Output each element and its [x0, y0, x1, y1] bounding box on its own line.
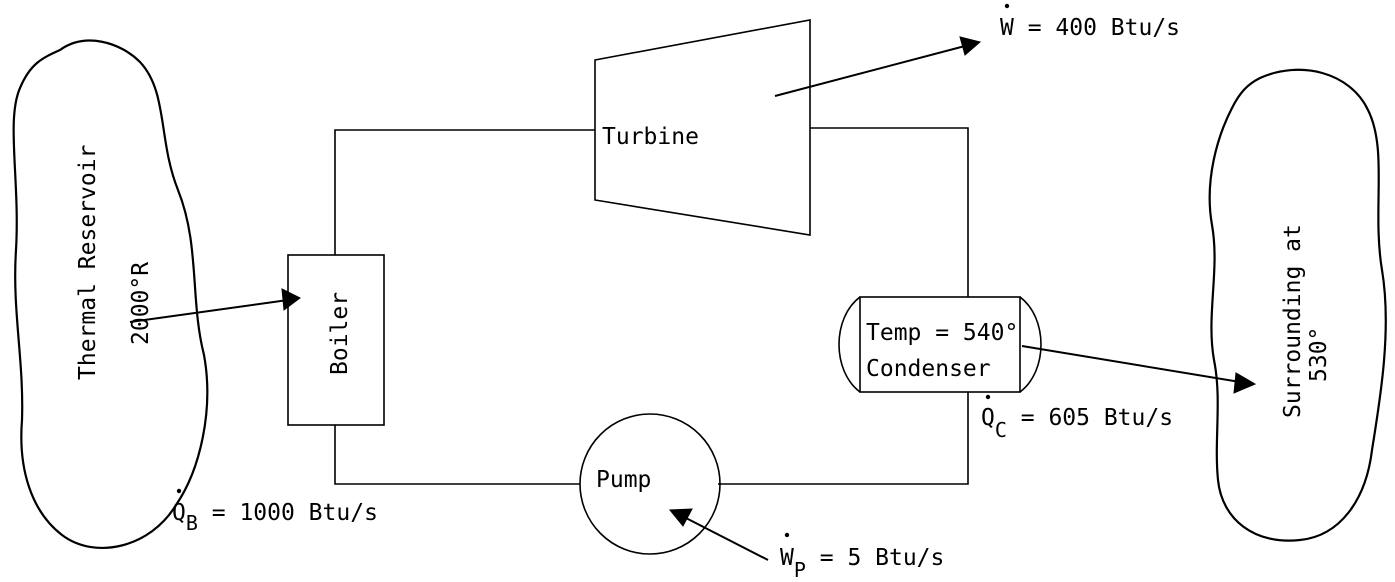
condenser-temperature: Temp = 540°: [866, 320, 1018, 346]
pump-work-arrow-shaft: [683, 516, 769, 561]
condenser-label: Condenser: [866, 356, 991, 382]
svg-text:WP = 5 Btu/s: WP = 5 Btu/s: [780, 545, 944, 582]
heat-out-arrow-head: [1233, 372, 1257, 394]
surroundings-temperature: 530°: [1306, 327, 1332, 382]
boiler-heat-label: QB = 1000 Btu/s: [172, 488, 378, 535]
pump: [579, 413, 721, 555]
pipe-condenser-to-pump: [718, 392, 969, 485]
pump-work-arrow-head: [668, 508, 693, 527]
svg-text:QC = 605 Btu/s: QC = 605 Btu/s: [981, 405, 1173, 442]
thermal-reservoir-temperature: 2000°R: [128, 262, 154, 345]
svg-text:W = 400 Btu/s: W = 400 Btu/s: [1000, 15, 1180, 41]
condenser-heat-label: QC = 605 Btu/s: [981, 394, 1173, 442]
thermal-reservoir-label: Thermal Reservoir: [75, 145, 101, 380]
pipe-pump-to-boiler: [334, 425, 580, 485]
pump-work-label: WP = 5 Btu/s: [780, 532, 944, 582]
heat-in-arrow-shaft: [129, 299, 289, 323]
surroundings-blob: [1208, 68, 1387, 542]
turbine-work-arrow-shaft: [774, 45, 966, 97]
surroundings-label: Surrounding at: [1280, 224, 1306, 418]
condenser-right-end-cap: [1019, 296, 1042, 393]
boiler: [287, 254, 385, 426]
turbine-work-label: W = 400 Btu/s: [1000, 3, 1180, 41]
boiler-label: Boiler: [327, 292, 353, 375]
heat-out-arrow-shaft: [1021, 345, 1241, 383]
turbine-work-arrow-head: [959, 36, 982, 56]
thermal-reservoir-blob: [12, 39, 209, 549]
condenser-left-end-cap: [838, 296, 861, 393]
pump-label: Pump: [596, 467, 651, 493]
turbine: [594, 19, 811, 236]
pipe-turbine-to-condenser: [810, 127, 969, 297]
condenser: [859, 296, 1021, 393]
pipe-boiler-to-turbine: [334, 129, 595, 255]
turbine-label: Turbine: [602, 124, 699, 150]
heat-in-arrow-head: [281, 288, 301, 311]
svg-text:QB = 1000 Btu/s: QB = 1000 Btu/s: [172, 500, 378, 535]
